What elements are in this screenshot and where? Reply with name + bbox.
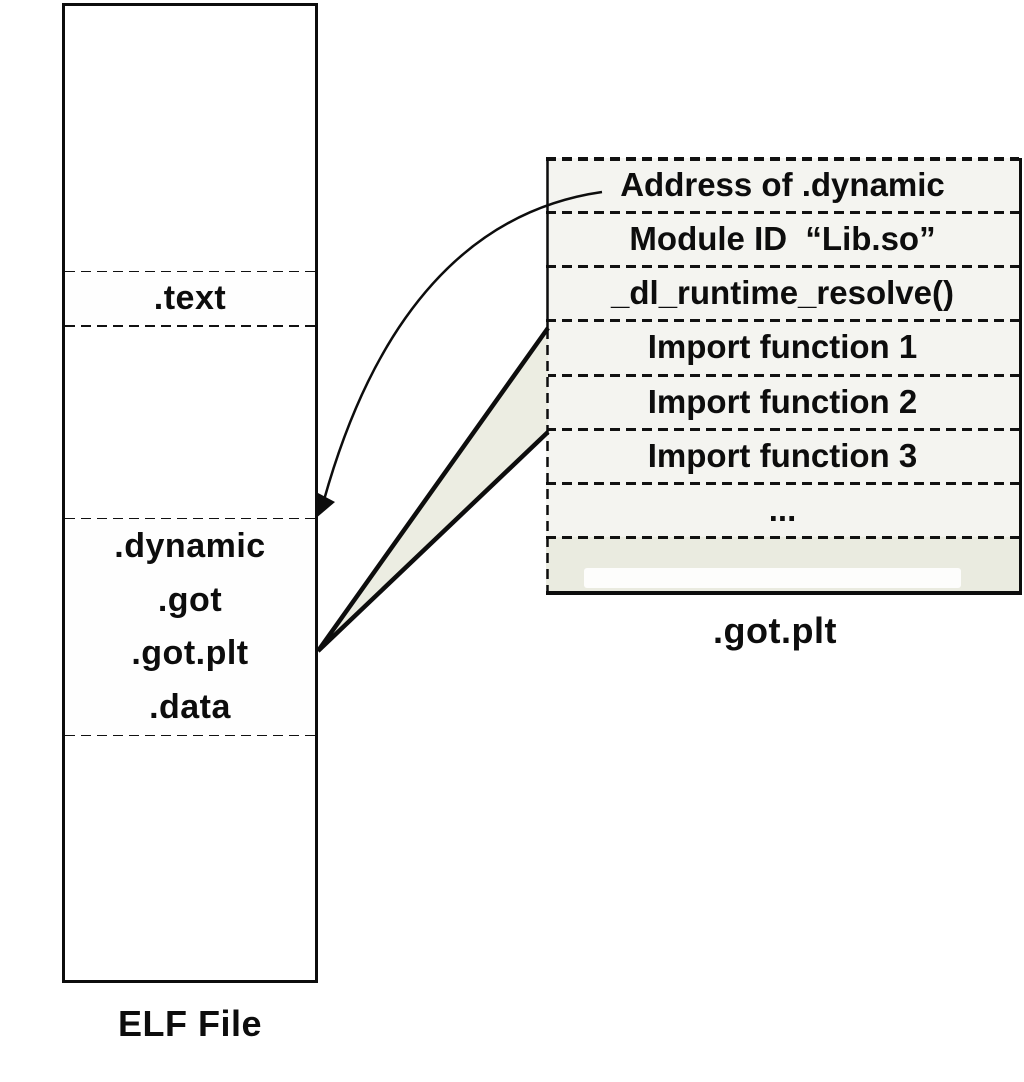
gotplt-row-empty xyxy=(546,535,1019,591)
section-divider xyxy=(65,324,315,327)
row-label: _dl_runtime_resolve() xyxy=(611,274,954,312)
gotplt-row-address-of-dynamic: Address of .dynamic xyxy=(546,156,1019,212)
row-label: Import function 2 xyxy=(647,382,918,420)
row-label: Address of .dynamic xyxy=(620,166,945,204)
gotplt-row-import-function-1: Import function 1 xyxy=(546,319,1019,374)
section-label: .dynamic xyxy=(114,526,266,565)
row-label: ... xyxy=(768,490,797,528)
zoom-line-top xyxy=(316,326,550,653)
highlight-strip xyxy=(584,568,961,588)
elf-file-box: .text .dynamic .got .got.plt .data xyxy=(62,3,318,983)
section-data: .data xyxy=(65,680,315,735)
gotplt-row-ellipsis: ... xyxy=(546,481,1019,537)
section-got: .got xyxy=(65,573,315,627)
section-dynamic: .dynamic xyxy=(65,519,315,573)
section-text: .text xyxy=(65,272,315,325)
row-label: Module ID “Lib.so” xyxy=(629,220,936,258)
section-label: .got.plt xyxy=(131,634,249,672)
gotplt-row-module-id: Module ID “Lib.so” xyxy=(546,211,1019,266)
gotplt-row-import-function-3: Import function 3 xyxy=(546,427,1019,483)
row-label: Import function 3 xyxy=(647,436,918,474)
gotplt-zoom-box: Address of .dynamic Module ID “Lib.so” _… xyxy=(546,156,1022,595)
gotplt-row-import-function-2: Import function 2 xyxy=(546,373,1019,429)
section-got-plt: .got.plt xyxy=(65,627,315,680)
zoom-wedge xyxy=(318,328,548,651)
section-label: .got xyxy=(157,580,223,619)
row-label: Import function 1 xyxy=(647,328,918,366)
gotplt-row-dl-runtime-resolve: _dl_runtime_resolve() xyxy=(546,265,1019,320)
section-label: .text xyxy=(153,279,227,317)
section-label: .data xyxy=(149,688,231,726)
zoom-line-bottom xyxy=(316,430,550,653)
gotplt-label: .got.plt xyxy=(713,610,837,651)
arrowhead-icon xyxy=(315,493,335,519)
elf-file-label: ELF File xyxy=(117,1003,262,1044)
